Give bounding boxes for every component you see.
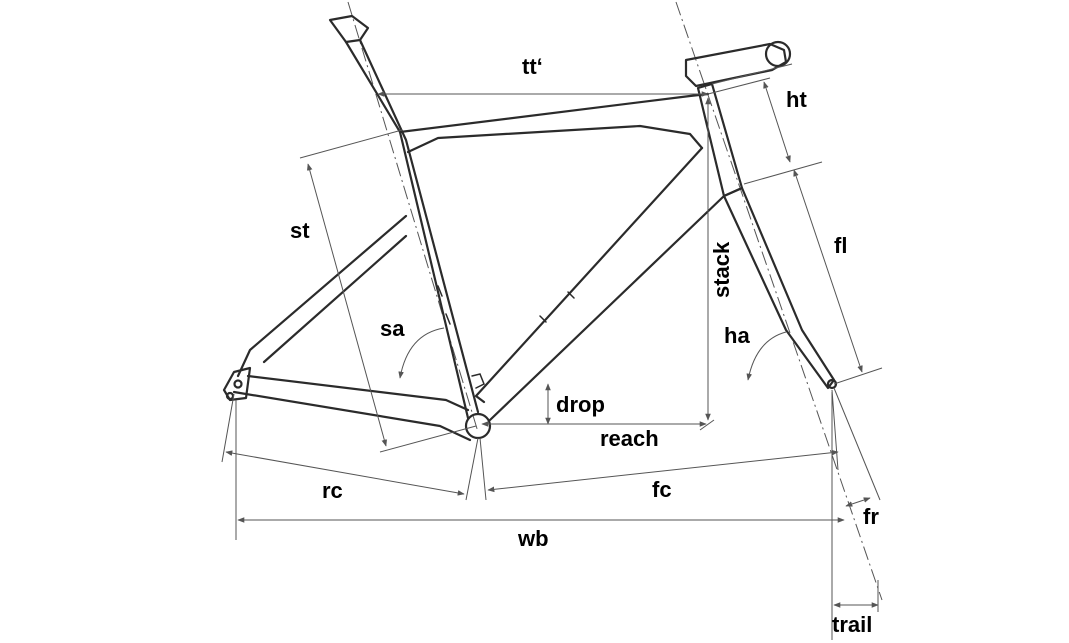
fl-extension-bottom bbox=[833, 367, 883, 385]
seat-tube bbox=[344, 40, 470, 420]
rc-extension-bb bbox=[465, 437, 479, 501]
handlebar-clamp bbox=[764, 40, 792, 68]
stack-tick bbox=[699, 419, 715, 431]
ha-label: ha bbox=[724, 323, 750, 348]
chain-stay-lower bbox=[232, 390, 472, 442]
ha-arc bbox=[746, 331, 787, 381]
ht-extension-bottom bbox=[743, 161, 823, 185]
seat-stay bbox=[236, 214, 408, 378]
st-dimension-line bbox=[306, 163, 388, 447]
drop-label: drop bbox=[556, 392, 605, 417]
fc-extension-bb bbox=[479, 437, 487, 501]
seat-tube-rear bbox=[358, 38, 480, 414]
sa-arc bbox=[398, 327, 445, 379]
ht-label: ht bbox=[786, 87, 807, 112]
front-dropout bbox=[826, 378, 838, 390]
fork bbox=[722, 186, 836, 390]
reach-label: reach bbox=[600, 426, 659, 451]
fl-dimension-line bbox=[793, 169, 863, 373]
st-label: st bbox=[290, 218, 310, 243]
cable-stop bbox=[471, 373, 485, 389]
top-tube bbox=[398, 92, 710, 134]
tt-extension bbox=[707, 77, 771, 95]
down-tube-lower bbox=[488, 194, 726, 422]
trail-label: trail bbox=[832, 612, 872, 637]
seat-tube-axis bbox=[347, 1, 479, 433]
seat-post bbox=[328, 14, 370, 44]
fr-extension bbox=[833, 387, 881, 501]
fr-dimension-line bbox=[845, 497, 871, 507]
rc-label: rc bbox=[322, 478, 343, 503]
ht-dimension-line bbox=[763, 81, 791, 163]
top-tube-lower bbox=[406, 124, 704, 154]
wb-label: wb bbox=[517, 526, 549, 551]
st-extension-bottom bbox=[379, 425, 477, 453]
head-tube bbox=[696, 82, 744, 198]
fc-label: fc bbox=[652, 477, 672, 502]
ht-extension-top bbox=[711, 63, 793, 85]
seat-stay-inner bbox=[262, 234, 408, 364]
tt-label: tt‘ bbox=[522, 54, 543, 79]
fr-label: fr bbox=[863, 504, 879, 529]
stack-label: stack bbox=[709, 241, 734, 298]
rear-axle-2 bbox=[225, 391, 235, 401]
rc-extension-rear bbox=[221, 393, 235, 463]
rear-axle bbox=[233, 379, 243, 389]
bottle-bosses bbox=[437, 285, 575, 325]
st-extension-top bbox=[299, 129, 403, 159]
dimension-lines bbox=[221, 63, 883, 640]
chain-stay bbox=[246, 374, 470, 412]
bike-frame bbox=[222, 14, 838, 442]
fl-label: fl bbox=[834, 233, 847, 258]
fc-dimension-line bbox=[487, 449, 839, 493]
dimension-labels: tt‘ ht st stack fl sa ha drop reach rc f… bbox=[290, 54, 879, 637]
sa-label: sa bbox=[380, 316, 405, 341]
bottom-bracket bbox=[464, 412, 492, 440]
head-tube-axis bbox=[675, 1, 883, 601]
rc-dimension-line bbox=[225, 450, 465, 496]
down-tube bbox=[474, 146, 704, 404]
